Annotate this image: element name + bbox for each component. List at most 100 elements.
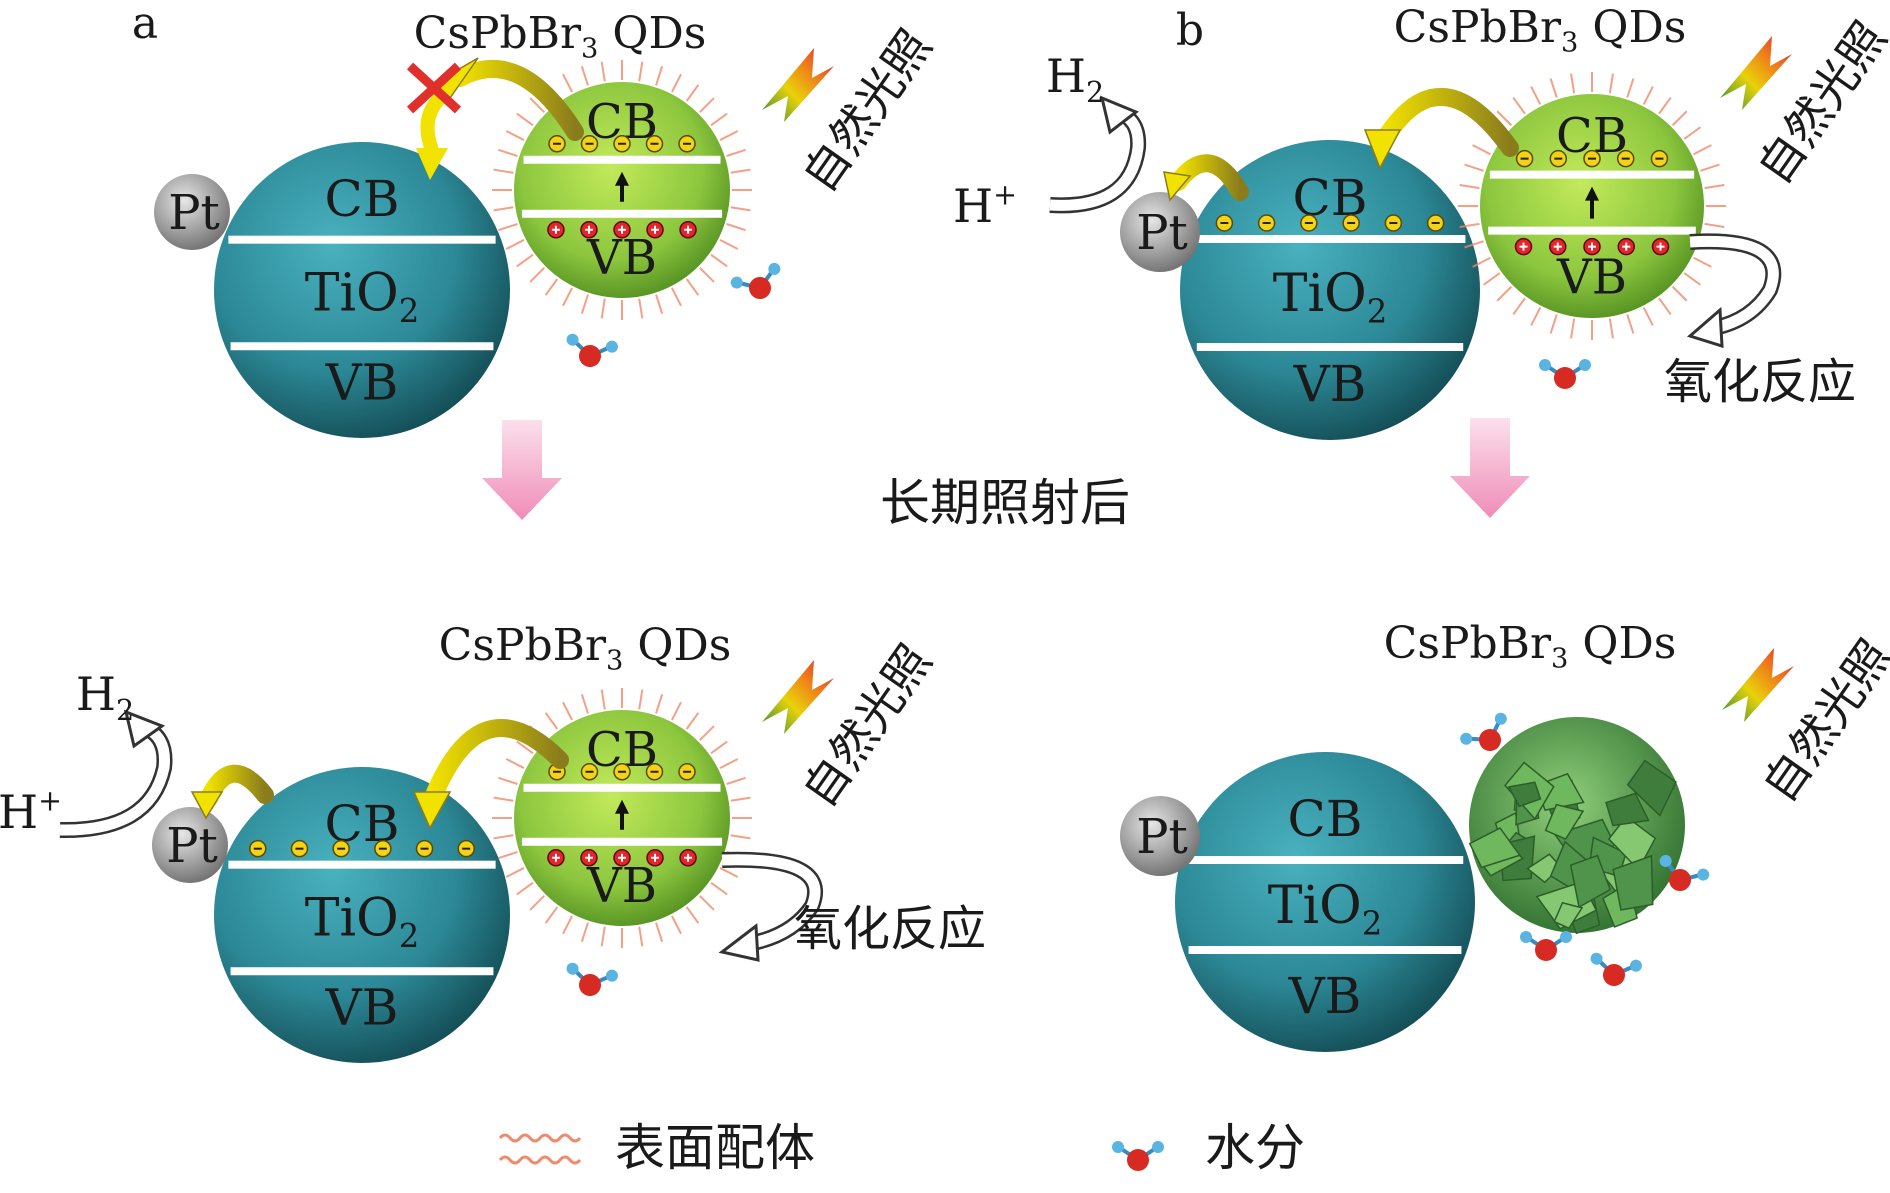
panel-a-letter: a [132,0,158,49]
panel-b-bottom-water [1460,712,1507,751]
panel-a-bottom-h2-label-sub: 2 [116,694,134,727]
surface-ligand [544,278,559,296]
water-hydrogen [605,340,618,353]
panel-a-water [566,333,618,367]
qd-vb-label: VB [586,858,657,914]
pt-sphere [1120,192,1200,272]
curl-outline [59,718,173,839]
qd-vb-band [1488,226,1696,235]
light-bolt-shape [762,48,834,122]
surface-ligand [719,239,739,250]
panel-b-bottom-pt: Pt [1120,796,1200,876]
surface-ligand [1530,86,1542,105]
panel-b-bottom-water [1659,854,1710,891]
excitation-arrow-head [615,171,629,186]
surface-ligand [498,776,518,785]
panel-b-bottom-water [1590,952,1642,986]
qd-fragment [1605,792,1650,827]
panel-a-blocked-transfer [406,62,462,180]
water-hydrogen [730,276,743,289]
water-oxygen [1554,367,1576,389]
surface-ligand [671,73,682,93]
water-hydrogen [605,969,618,982]
excitation-arrow-head [1585,186,1599,201]
cross-mark [406,62,462,114]
surface-ligand [544,906,559,924]
surface-ligand [730,796,751,802]
surface-ligand [562,701,573,721]
curl-inner [1689,235,1779,334]
surface-ligand [1512,297,1526,315]
water-hydrogen [1152,1141,1164,1153]
tio2-label-sub: 2 [399,917,420,955]
surface-ligand [1464,163,1484,172]
qd-cb-band [1489,170,1695,179]
curl-head [1686,306,1724,349]
surface-ligand [505,758,525,769]
tio2-vb-band [230,342,494,351]
surface-ligand [638,689,644,710]
surface-ligand [671,701,682,721]
tio2-cb-band [228,860,496,869]
panel-a-bottom-light-icon [762,660,834,734]
qd-fragment [1507,781,1542,808]
curl-head [123,709,166,749]
pt-sphere [154,174,230,250]
panel-a-bottom-transfer-arrow [412,719,569,830]
panel-a-bottom-qds-label-main: CsPbBr [439,620,607,671]
surface-ligand [710,881,728,896]
surface-ligand [493,834,514,840]
surface-ligand [1549,78,1558,98]
transfer-arrow-head [190,791,224,820]
panel-a-bottom-water [566,962,618,996]
tio2-label-sub: 2 [399,292,420,330]
tio2-sphere [214,767,510,1063]
surface-ligand [685,278,700,296]
surface-ligand [726,148,746,157]
legend: 表面配体水分 [498,1119,1305,1177]
surface-ligand [580,694,589,714]
surface-ligand [1700,163,1720,172]
water-hydrogen [1579,359,1591,371]
legend-ligand-label: 表面配体 [615,1119,815,1177]
surface-ligand [1496,110,1513,127]
surface-ligand [1459,184,1480,190]
qd-vb-band [521,837,723,846]
surface-ligand [685,84,700,102]
surface-ligand [719,867,739,878]
surface-ligand [1608,318,1614,339]
surface-ligand [529,895,545,911]
surface-ligand [638,298,644,319]
panel-a-qds-label-sub: 3 [581,34,598,65]
pt-label: Pt [1136,809,1188,865]
surface-ligand [562,915,573,935]
surface-ligand [655,66,664,86]
tio2-vb-label: VB [325,354,399,412]
tio2-label-sub: 2 [1362,904,1383,942]
blocked-arrow-body [420,93,446,153]
panel-a-bottom-pt: Pt [152,807,228,883]
panel-a-qds-label: CsPbBr3 QDs [414,8,707,65]
surface-ligand [580,294,589,314]
surface-ligand [1658,97,1672,115]
tio2-vb-label: VB [1288,967,1362,1025]
panel-b-bottom-water [1520,931,1572,961]
water-hydrogen [1629,959,1642,972]
panel-a-bottom-h-curl [59,709,173,839]
tio2-label-main: TiO [305,264,399,324]
panel-b-bottom-qds-label-sub: 3 [1551,644,1568,675]
surface-ligand [1642,307,1654,326]
surface-ligand [1472,256,1491,268]
panel-a-qds-label-main: CsPbBr [414,8,582,59]
water-oxygen [579,974,601,996]
panel-a-bottom-qds-label: CsPbBr3 QDs [439,620,732,677]
qd-vb-band [521,209,723,218]
surface-ligand [726,776,746,785]
surface-ligand [1642,86,1654,105]
qd-cb-band [523,783,721,792]
water-oxygen [1479,729,1501,751]
